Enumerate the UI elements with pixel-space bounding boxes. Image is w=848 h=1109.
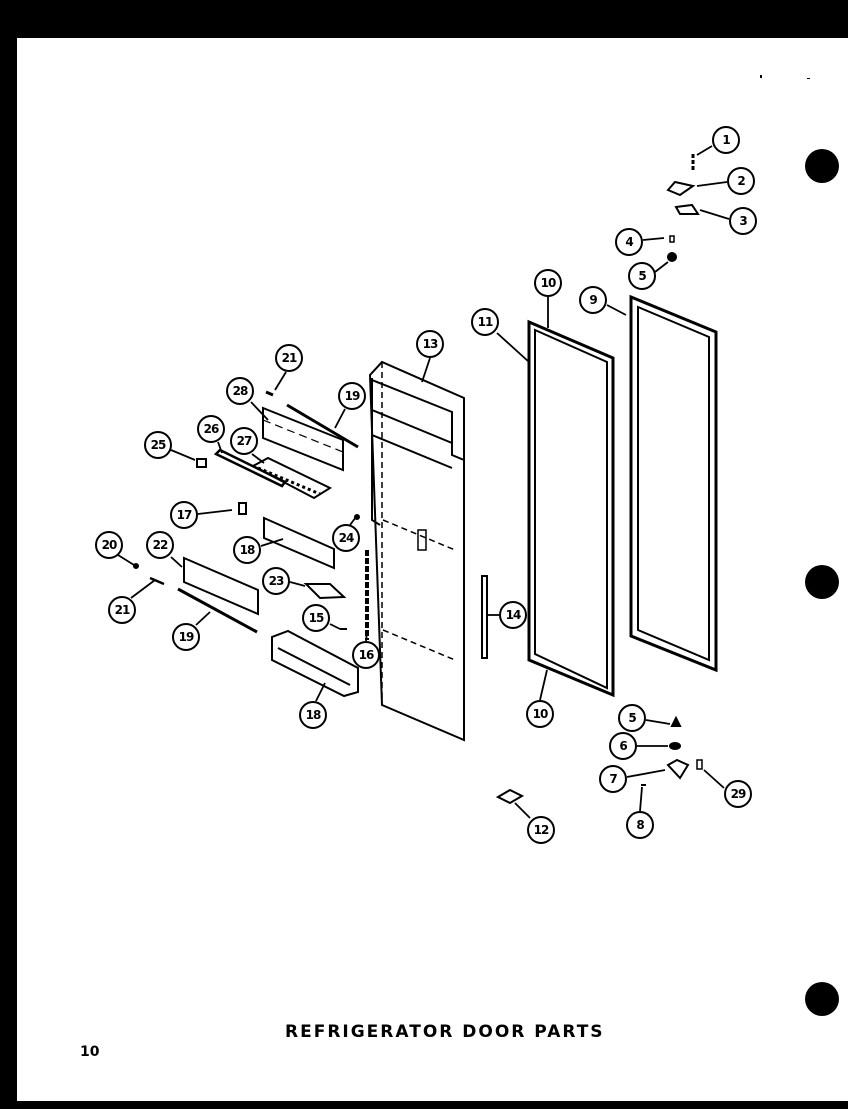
callout-23: 23 <box>262 567 290 595</box>
callout-1: 1 <box>712 126 740 154</box>
binder-hole-top <box>805 149 839 183</box>
callout-3: 3 <box>729 207 757 235</box>
callout-26: 26 <box>197 415 225 443</box>
shelf-lower <box>183 556 259 616</box>
callout-10: 10 <box>534 269 562 297</box>
small-part-20 <box>133 563 139 569</box>
callout-21: 21 <box>275 344 303 372</box>
binder-hole-bottom <box>805 982 839 1016</box>
callout-6: 6 <box>609 732 637 760</box>
callout-8: 8 <box>626 811 654 839</box>
callout-5b: 5 <box>618 704 646 732</box>
clip-lower <box>149 576 165 586</box>
callout-28: 28 <box>226 377 254 405</box>
top-hinge-parts <box>666 154 700 262</box>
callout-15: 15 <box>302 604 330 632</box>
shelf-upper <box>262 406 344 472</box>
callout-7: 7 <box>599 765 627 793</box>
callout-4: 4 <box>615 228 643 256</box>
small-tray-23 <box>303 583 347 600</box>
bottom-shelf <box>271 629 359 698</box>
callout-14: 14 <box>499 601 527 629</box>
callout-29: 29 <box>724 780 752 808</box>
door-gasket-outer <box>629 294 718 673</box>
small-part-17 <box>238 502 247 515</box>
callout-18: 18 <box>233 536 261 564</box>
egg-tray <box>250 456 333 500</box>
vertical-strip-14 <box>481 575 488 659</box>
leader-lines <box>117 145 730 819</box>
callout-20: 20 <box>95 531 123 559</box>
clip-upper <box>265 390 274 397</box>
callout-21b: 21 <box>108 596 136 624</box>
callout-27: 27 <box>230 427 258 455</box>
page-number: 10 <box>80 1044 100 1060</box>
binder-hole-middle <box>805 565 839 599</box>
callout-22: 22 <box>146 531 174 559</box>
callout-17: 17 <box>170 501 198 529</box>
callout-19b: 19 <box>172 623 200 651</box>
bottom-hinge-parts <box>495 715 703 805</box>
callout-24: 24 <box>332 524 360 552</box>
page-title: REFRIGERATOR DOOR PARTS <box>285 1022 605 1042</box>
door-liner-frame <box>527 319 615 698</box>
trim-strip <box>213 448 287 488</box>
callout-16: 16 <box>352 641 380 669</box>
shelf-rod-upper <box>286 403 359 449</box>
callout-11: 11 <box>471 308 499 336</box>
shelf-rod-lower <box>177 587 258 634</box>
callout-2: 2 <box>727 167 755 195</box>
shelf-middle <box>263 516 335 570</box>
small-part-25 <box>196 458 207 468</box>
callout-10b: 10 <box>526 700 554 728</box>
callout-13: 13 <box>416 330 444 358</box>
callout-25: 25 <box>144 431 172 459</box>
door-inner-panel <box>368 360 465 742</box>
callout-19: 19 <box>338 382 366 410</box>
callout-12: 12 <box>527 816 555 844</box>
callout-9: 9 <box>579 286 607 314</box>
callout-5: 5 <box>628 262 656 290</box>
callout-18b: 18 <box>299 701 327 729</box>
